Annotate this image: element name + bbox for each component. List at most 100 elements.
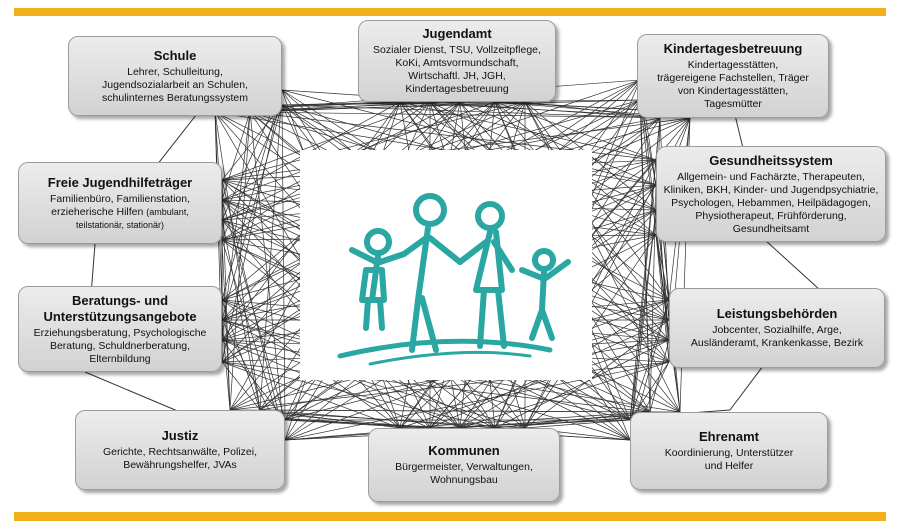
node-jugendamt: Jugendamt Sozialer Dienst, TSU, Vollzeit… xyxy=(358,20,556,102)
node-title: Beratungs- und Unterstützungsangebote xyxy=(43,292,197,324)
desc-line: und Helfer xyxy=(704,460,754,472)
desc-line: von Kindertagesstätten, xyxy=(677,85,789,97)
desc-line: Physiotherapeut, Frühförderung, xyxy=(695,209,847,222)
desc-line: Jugendsozialarbeit an Schulen, xyxy=(102,78,248,91)
node-schule: Schule Lehrer, Schulleitung, Jugendsozia… xyxy=(68,36,282,116)
node-desc: Bürgermeister, Verwaltungen, Wohnungsbau xyxy=(375,461,553,487)
mesh-line xyxy=(221,361,496,429)
desc-line: Elternbildung xyxy=(89,352,151,365)
mesh-line xyxy=(494,411,651,429)
mesh-line xyxy=(524,101,661,119)
mesh-line xyxy=(629,299,670,421)
mesh-line xyxy=(494,339,670,429)
desc-line: Bewährungshelfer, JVAs xyxy=(123,459,237,471)
mesh-line xyxy=(655,234,670,301)
mesh-line xyxy=(399,339,670,429)
mesh-line xyxy=(221,239,231,411)
node-title: Ehrenamt xyxy=(699,429,759,444)
mesh-line xyxy=(429,419,631,429)
node-leistungsbehoerden: Leistungsbehörden Jobcenter, Sozialhilfe… xyxy=(669,288,885,368)
mesh-line xyxy=(221,199,286,421)
desc-line: Bürgermeister, Verwaltungen, xyxy=(395,461,533,473)
mesh-line xyxy=(399,411,651,429)
mesh-line xyxy=(229,111,251,411)
mesh-line xyxy=(629,117,661,441)
mesh-line xyxy=(221,361,261,411)
mesh-line xyxy=(249,111,691,119)
mesh-line xyxy=(221,104,283,321)
mesh-line xyxy=(639,79,651,413)
mesh-line xyxy=(221,299,261,411)
node-beratungsangebote: Beratungs- und Unterstützungsangebote Er… xyxy=(18,286,222,372)
ring-line xyxy=(764,239,821,291)
mesh-line xyxy=(524,101,670,363)
node-desc: Allgemein- und Fachärzte, Therapeuten, K… xyxy=(663,171,879,236)
node-title: Gesundheitssystem xyxy=(709,152,833,168)
node-title: Kommunen xyxy=(428,443,500,458)
node-desc: Familienbüro, Familienstation, erzieheri… xyxy=(25,193,215,232)
desc-line-small: teilstationär, stationär) xyxy=(75,219,165,230)
top-accent-bar xyxy=(14,8,886,16)
desc-line: Kliniken, BKH, Kinder- und Jugendpsychia… xyxy=(663,183,879,196)
mesh-line xyxy=(221,179,231,411)
mesh-line xyxy=(229,361,670,411)
mesh-line xyxy=(284,419,461,429)
family-logo-icon xyxy=(337,193,571,366)
mesh-line xyxy=(629,361,670,421)
mesh-line xyxy=(221,104,283,181)
node-title: Justiz xyxy=(161,428,199,443)
mesh-line xyxy=(259,89,283,411)
node-title: Jugendamt xyxy=(422,26,492,41)
desc-line: Allgemein- und Fachärzte, Therapeuten, xyxy=(677,170,865,183)
node-desc: Jobcenter, Sozialhilfe, Arge, Ausländera… xyxy=(676,324,878,350)
desc-line: Wirtschaftl. JH, JGH, xyxy=(408,70,506,82)
mesh-line xyxy=(221,361,401,429)
mesh-line xyxy=(259,409,651,413)
mesh-line xyxy=(221,101,526,181)
mesh-line xyxy=(629,209,657,421)
node-desc: Lehrer, Schulleitung, Jugendsozialarbeit… xyxy=(75,66,275,105)
mesh-line xyxy=(221,361,651,413)
desc-line: Gerichte, Rechtsanwälte, Polizei, xyxy=(102,446,258,458)
desc-line: Jobcenter, Sozialhilfe, Arge, xyxy=(712,324,842,336)
mesh-line xyxy=(259,409,496,429)
desc-line: Wohnungsbau xyxy=(430,474,498,486)
mesh-line xyxy=(249,101,526,113)
desc-line: Kindertagesstätten, xyxy=(687,59,779,71)
mesh-line xyxy=(524,419,631,429)
desc-line: trägereigene Fachstellen, Träger xyxy=(657,72,809,84)
desc-line: Koordinierung, Unterstützer xyxy=(664,447,794,459)
mesh-line xyxy=(221,339,286,421)
desc-line: erzieherische Hilfen (ambulant, xyxy=(25,206,215,219)
desc-line: Psychologen, Hebammen, Heilpädagogen, xyxy=(671,196,871,209)
desc-line: KoKi, Amtsvormundschaft, xyxy=(395,57,519,69)
family-logo xyxy=(300,150,592,380)
node-justiz: Justiz Gerichte, Rechtsanwälte, Polizei,… xyxy=(75,410,285,490)
desc-line: Sozialer Dienst, TSU, Vollzeitpflege, xyxy=(373,44,541,56)
desc-part-small: (ambulant, xyxy=(146,206,189,217)
node-desc: Koordinierung, Unterstützer und Helfer xyxy=(637,447,821,473)
mesh-line xyxy=(459,361,670,429)
mesh-line xyxy=(649,184,657,413)
desc-line: Familienbüro, Familienstation, xyxy=(49,192,191,205)
mesh-line xyxy=(524,319,670,429)
mesh-line xyxy=(459,101,657,186)
node-ehrenamt: Ehrenamt Koordinierung, Unterstützer und… xyxy=(630,412,828,490)
mesh-line xyxy=(221,319,231,411)
node-freie-jugendhilfetraeger: Freie Jugendhilfeträger Familienbüro, Fa… xyxy=(18,162,222,244)
desc-line: Gesundheitsamt xyxy=(732,222,810,235)
node-desc: Sozialer Dienst, TSU, Vollzeitpflege, Ko… xyxy=(365,44,549,96)
desc-line: Kindertagesbetreuung xyxy=(405,83,509,95)
mesh-line xyxy=(655,234,681,413)
node-gesundheitssystem: Gesundheitssystem Allgemein- und Fachärz… xyxy=(656,146,886,242)
desc-line: Tagesmütter xyxy=(704,98,762,110)
desc-line: schulinternes Beratungssystem xyxy=(102,91,248,104)
node-title: Kindertagesbetreuung xyxy=(663,41,803,56)
desc-line: Erziehungsberatung, Psychologische xyxy=(33,326,207,339)
desc-part: erzieherische Hilfen xyxy=(51,205,144,218)
node-desc: Kindertagesstätten, trägereigene Fachste… xyxy=(644,59,822,111)
desc-line: Beratung, Schuldnerberatung, xyxy=(49,339,191,352)
node-desc: Gerichte, Rechtsanwälte, Polizei, Bewähr… xyxy=(82,446,278,472)
mesh-line xyxy=(221,339,526,429)
node-title: Freie Jugendhilfeträger xyxy=(47,174,193,190)
